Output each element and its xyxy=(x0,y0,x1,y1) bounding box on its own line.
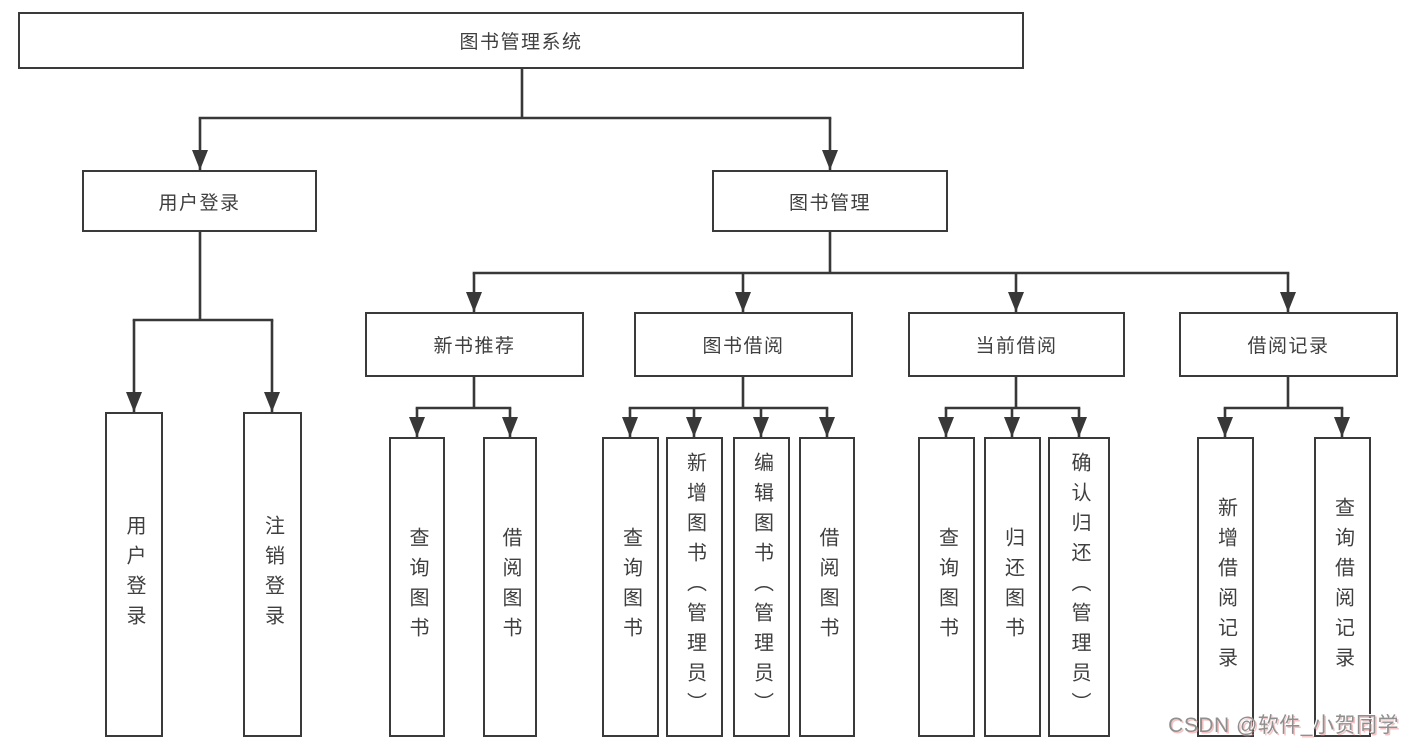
leaf-br-add-record: 新增借阅记录 xyxy=(1197,437,1254,737)
leaf-label-vertical: 用户登录 xyxy=(123,514,145,635)
leaf-bb-edit-books: 编辑图书（管理员） xyxy=(733,437,790,737)
leaf-label-vertical: 查询图书 xyxy=(406,527,428,647)
leaf-bb-add-books: 新增图书（管理员） xyxy=(666,437,723,737)
leaf-nbr-query-books: 查询图书 xyxy=(389,437,445,737)
leaf-bb-borrow-books: 借阅图书 xyxy=(799,437,855,737)
leaf-label-vertical: 注销登录 xyxy=(261,514,284,635)
leaf-bb-query-books: 查询图书 xyxy=(602,437,659,737)
leaf-label-vertical: 新增借阅记录 xyxy=(1214,497,1237,677)
leaf-label-vertical: 查询图书 xyxy=(935,527,958,647)
node-current-borrowing: 当前借阅 xyxy=(908,312,1125,377)
leaf-cb-confirm-return: 确认归还（管理员） xyxy=(1048,437,1110,737)
node-borrowing-records: 借阅记录 xyxy=(1179,312,1398,377)
watermark: CSDN @软件_小贺同学 xyxy=(1168,714,1399,737)
leaf-cb-query-books: 查询图书 xyxy=(918,437,975,737)
leaf-user-login: 用户登录 xyxy=(105,412,163,737)
leaf-label-vertical: 借阅图书 xyxy=(816,527,838,647)
leaf-label-vertical: 新增图书（管理员） xyxy=(683,452,706,722)
leaf-br-query-record: 查询借阅记录 xyxy=(1314,437,1371,737)
leaf-label-vertical: 编辑图书（管理员） xyxy=(750,452,773,722)
leaf-cb-return-books: 归还图书 xyxy=(984,437,1041,737)
leaf-nbr-borrow-books: 借阅图书 xyxy=(483,437,537,737)
node-new-book-recommend: 新书推荐 xyxy=(365,312,584,377)
connector-arrows xyxy=(126,118,1350,437)
node-library-system: 图书管理系统 xyxy=(18,12,1024,69)
leaf-label-vertical: 归还图书 xyxy=(1001,527,1024,647)
node-book-borrowing: 图书借阅 xyxy=(634,312,853,377)
leaf-logout: 注销登录 xyxy=(243,412,302,737)
leaf-label-vertical: 借阅图书 xyxy=(499,527,521,647)
leaf-label-vertical: 查询图书 xyxy=(619,527,642,647)
node-user-login-group: 用户登录 xyxy=(82,170,317,232)
leaf-label-vertical: 确认归还（管理员） xyxy=(1068,452,1090,722)
leaf-label-vertical: 查询借阅记录 xyxy=(1331,497,1354,677)
node-book-management: 图书管理 xyxy=(712,170,948,232)
